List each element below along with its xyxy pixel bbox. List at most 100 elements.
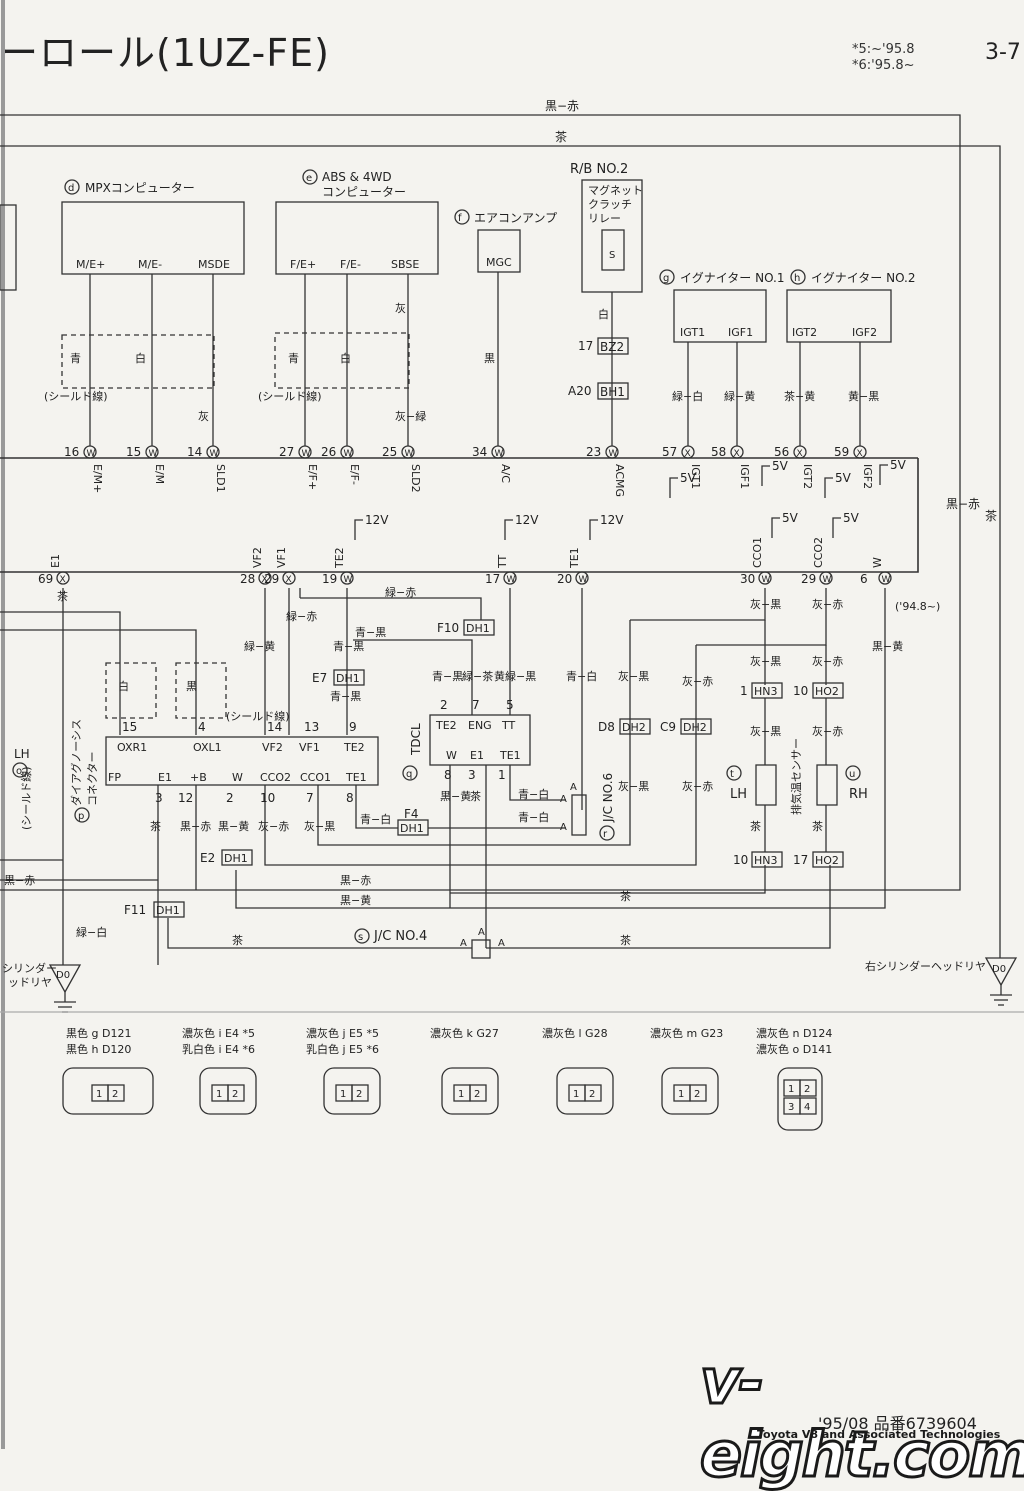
wire-label: 緑−白 (76, 925, 107, 939)
ecu-pin-number: 27 (279, 445, 294, 459)
wire-label: 灰−黒 (618, 669, 649, 683)
pin-label: IGT2 (792, 326, 817, 339)
ecu-pin-marker (758, 571, 772, 585)
wire-label: 灰−赤 (682, 779, 713, 793)
connector-label: BH1 (600, 385, 625, 399)
legend-pin-cell (689, 1084, 707, 1102)
component-igniter-1: g イグナイター NO.1 IGT1 IGF1 (659, 269, 784, 343)
legend-line: 濃灰色 o D141 (756, 1042, 832, 1056)
component-key: r (603, 829, 608, 840)
ecu-pin-conn: W (87, 449, 96, 459)
legend-pin-cell (107, 1084, 125, 1102)
sensor-label: RH (849, 787, 868, 802)
diag-pin-number: 13 (304, 720, 319, 734)
ecu-pin-conn: W (762, 575, 771, 585)
legend-pin-number: 1 (96, 1089, 102, 1100)
component-name: R/B NO.2 (570, 162, 628, 177)
ecu-pin-label: TE2 (333, 547, 346, 569)
ecu-pin-marker (503, 571, 517, 585)
wire-label: 茶 (620, 934, 631, 947)
junction-connector-number: C9 (660, 720, 676, 734)
junction-connector-box (812, 682, 844, 699)
wire-label: 青−黒 (333, 640, 364, 653)
ecu-pin-conn: W (149, 449, 158, 459)
legend-line: 乳白色 j E5 *6 (306, 1042, 379, 1056)
wire-label: 青−白 (518, 787, 549, 801)
sensor-label: LH (14, 747, 30, 761)
resistor-line (832, 517, 841, 538)
junction-connector-box (751, 682, 783, 699)
legend-pin-number: 1 (678, 1089, 684, 1100)
diag-pin-label: TE1 (345, 771, 367, 784)
voltage-label: 5V (680, 471, 697, 485)
junction-connector-label: DH1 (400, 822, 424, 835)
ecu-pin-marker (575, 571, 589, 585)
diag-pin-label: OXL1 (193, 741, 222, 754)
pin-label: F/E+ (290, 258, 316, 271)
ecu-pin-number: 19 (322, 572, 337, 586)
component-key: q (406, 769, 412, 780)
legend-pin-cell (469, 1084, 487, 1102)
ecu-pin-label: E/M+ (91, 464, 104, 493)
junction-connector-box (812, 851, 844, 868)
ecu-pin-label: SLD1 (214, 464, 227, 493)
legend-pin-number: 4 (804, 1102, 810, 1113)
watermark-logo: v-eight.com (699, 1344, 1024, 1491)
wire-label: 黒−赤 (4, 874, 35, 887)
ecu-pin-conn: X (857, 449, 863, 459)
ecu-pin-marker (878, 571, 892, 585)
wire-label: 茶 (750, 820, 761, 833)
voltage-label: 5V (782, 511, 799, 525)
legend-connector-body (62, 1067, 154, 1115)
wire-label: 灰−黒 (304, 819, 335, 833)
tdcl-pin-label: W (446, 749, 457, 762)
diag-pin-number: 4 (198, 720, 206, 734)
resistor-line (879, 464, 888, 485)
diag-pin-label: TE2 (343, 741, 365, 754)
wire-label: 黒−黄 (872, 639, 903, 653)
ecu-pin-conn: W (210, 449, 219, 459)
component-name-2: コンピューター (322, 185, 406, 199)
resistor-line (771, 517, 780, 538)
junction-connector-label: DH2 (683, 721, 707, 734)
wire-label: 青−白 (360, 812, 391, 826)
ecu-pin-number: 15 (126, 445, 141, 459)
diag-pin-number: 12 (178, 791, 193, 805)
note-5: *5:~'95.8 (852, 42, 915, 57)
ecu-pin-marker (145, 445, 159, 459)
junction-connector-number: F4 (404, 807, 419, 821)
resistor-line (669, 477, 678, 498)
diag-pin-label: VF2 (262, 741, 283, 754)
component-name: ダイアグノーシス (69, 719, 83, 806)
tdcl-pin-number: 7 (472, 698, 480, 712)
tdcl-pin-number: 8 (444, 768, 452, 782)
connector-bz2 (597, 337, 629, 355)
tdcl-pin-label: TE2 (435, 719, 457, 732)
wire-label: 灰 (395, 301, 406, 315)
ecu-pin-conn: X (685, 449, 691, 459)
jc-no6: r J/C NO.6 A A A (560, 773, 615, 841)
component-name: イグナイター NO.1 (680, 271, 784, 285)
upper-wires (61, 272, 861, 446)
legend-pin-number: 2 (112, 1089, 118, 1100)
legend-pin-number: 1 (216, 1089, 222, 1100)
wire-label: 青 (70, 352, 81, 365)
pin-label: A (460, 938, 467, 949)
diag-pin-label: E1 (158, 771, 172, 784)
tdcl-pin-number: 2 (440, 698, 448, 712)
tdcl-pin-label: TE1 (499, 749, 521, 762)
wire-label: 黒−赤 (545, 99, 579, 113)
footer-date-text: '95/08 (818, 1414, 869, 1433)
junction-connector-box (463, 619, 495, 636)
ecu-pin-number: 59 (834, 445, 849, 459)
ecu-pin-number: 30 (740, 572, 755, 586)
diag-pin-label: FP (108, 771, 121, 784)
wire-label: 灰−黒 (750, 597, 781, 611)
wire-label: 茶 (150, 820, 161, 833)
ecu-pin-marker (56, 571, 70, 585)
diag-pin-label: +B (190, 771, 207, 784)
ground-label: D0 (56, 970, 70, 981)
diag-pin-number: 8 (346, 791, 354, 805)
